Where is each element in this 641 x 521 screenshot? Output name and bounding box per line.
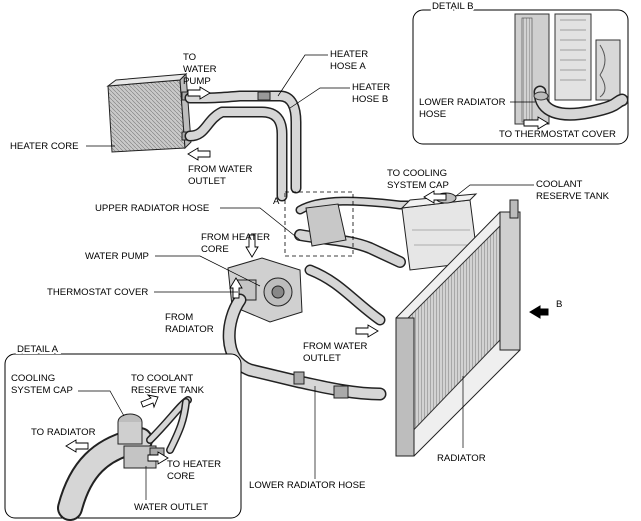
to-cooling-system-cap-label-1: TO COOLING	[387, 168, 447, 179]
radiator-label: RADIATOR	[437, 453, 486, 464]
detail-a-title: DETAIL A	[17, 344, 59, 355]
heater-core	[106, 72, 193, 153]
from-heater-core-arrow	[245, 234, 259, 258]
coolant-reserve-tank-label-1: COOLANT	[536, 179, 583, 190]
detail-b-lower-radiator-hose-label-2: HOSE	[419, 109, 446, 120]
from-water-outlet-2-label-1: FROM WATER	[303, 341, 368, 352]
to-water-pump-label-1: TO	[183, 52, 196, 63]
detail-b-flow-arrow	[523, 116, 549, 130]
thermostat-cover-label: THERMOSTAT COVER	[47, 287, 148, 298]
callout-a-letter: A	[273, 196, 280, 207]
to-water-pump-arrow	[187, 86, 211, 100]
from-water-outlet-arrow	[187, 147, 211, 161]
heater-core-label: HEATER CORE	[10, 141, 79, 152]
callout-a-box	[284, 191, 354, 257]
detail-b-title: DETAIL B	[432, 1, 474, 12]
from-water-outlet-2-label-2: OUTLET	[303, 353, 341, 364]
detail-a-water-outlet-label: WATER OUTLET	[134, 502, 208, 513]
coolant-reserve-tank-label-2: RESERVE TANK	[536, 191, 610, 202]
to-water-pump-label-2: WATER	[183, 64, 217, 75]
from-heater-core-label-2: CORE	[201, 244, 229, 255]
to-cooling-system-cap-arrow	[423, 190, 447, 204]
from-radiator-arrow	[229, 277, 243, 299]
to-cooling-system-cap-label-2: SYSTEM CAP	[387, 180, 449, 191]
detail-a-to-heater-core-arrow	[147, 451, 169, 465]
detail-a-panel: DETAIL A COOLING SYSTEM CAP TO COOLANT R…	[4, 342, 242, 521]
main-labels: HEATER CORE TO WATER PUMP HEATER HOSE A …	[10, 49, 610, 491]
detail-a-to-coolant-reserve-tank-label-1: TO COOLANT	[131, 373, 193, 384]
detail-a-to-heater-core-label-2: CORE	[167, 471, 195, 482]
from-water-outlet-label-2: OUTLET	[188, 176, 226, 187]
heater-hose-b-label-2: HOSE B	[352, 94, 388, 105]
to-water-pump-label-3: PUMP	[183, 76, 211, 87]
radiator	[395, 199, 521, 457]
detail-a-to-heater-core-label-1: TO HEATER	[167, 459, 221, 470]
from-radiator-label-1: FROM	[165, 312, 193, 323]
lower-radiator-hose-label: LOWER RADIATOR HOSE	[249, 480, 365, 491]
detail-b-lower-hose	[533, 85, 629, 121]
heater-hose-a-label-1: HEATER	[330, 49, 368, 60]
detail-b-panel: DETAIL B LOWER RADIATOR HOSE TO THERMOST…	[412, 0, 629, 145]
detail-a-to-radiator-label: TO RADIATOR	[31, 427, 96, 438]
detail-a-to-radiator-arrow	[65, 439, 89, 453]
callout-b-letter: B	[556, 299, 562, 310]
detail-b-radiator-illustration	[514, 13, 621, 125]
heater-hose-a-label-2: HOSE A	[330, 61, 366, 72]
from-heater-core-label-1: FROM HEATER	[201, 232, 270, 243]
from-water-outlet-label-1: FROM WATER	[188, 164, 253, 175]
from-radiator-label-2: RADIATOR	[165, 324, 214, 335]
water-pump-label: WATER PUMP	[85, 251, 149, 262]
detail-a-to-coolant-reserve-tank-label-2: RESERVE TANK	[131, 385, 205, 396]
heater-hose-b-label-1: HEATER	[352, 82, 390, 93]
callout-b-arrow	[529, 305, 549, 319]
water-pump-cluster	[227, 203, 347, 323]
heater-hoses	[184, 90, 302, 202]
detail-a-illustration	[57, 396, 192, 521]
from-water-outlet-2-arrow	[355, 324, 379, 338]
upper-radiator-hose-label: UPPER RADIATOR HOSE	[95, 203, 209, 214]
detail-a-cooling-system-cap-label-2: SYSTEM CAP	[11, 385, 73, 396]
detail-b-to-thermostat-cover-label: TO THERMOSTAT COVER	[499, 129, 616, 140]
detail-b-lower-radiator-hose-label-1: LOWER RADIATOR	[419, 97, 506, 108]
detail-a-cooling-system-cap-label-1: COOLING	[11, 373, 55, 384]
detail-a-to-reserve-tank-arrow	[140, 394, 159, 409]
coolant-reserve-tank	[400, 192, 479, 271]
lower-radiator-hose	[222, 264, 387, 401]
